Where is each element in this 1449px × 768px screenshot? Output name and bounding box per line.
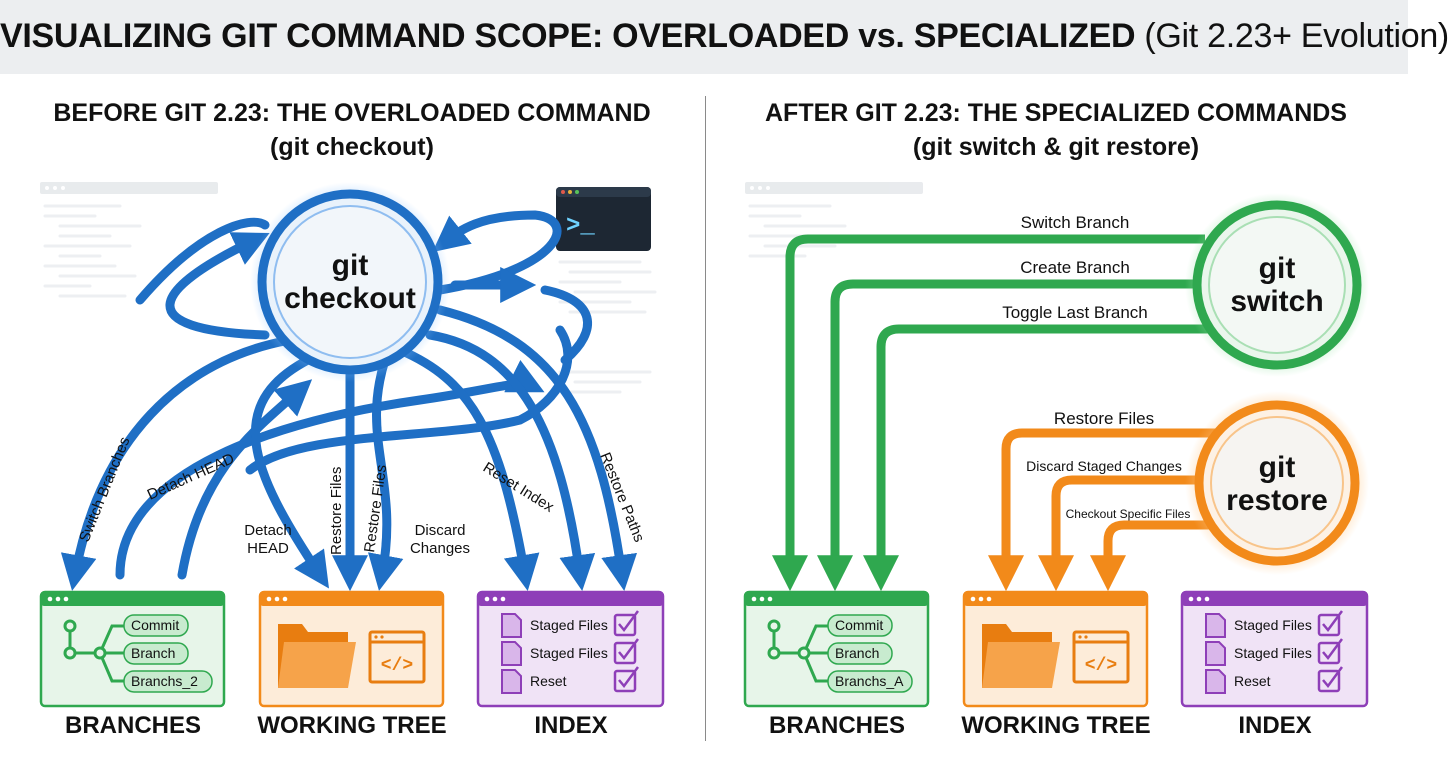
- label-discard-1: Discard: [415, 522, 466, 539]
- left-branches-label: BRANCHES: [64, 712, 201, 739]
- label-restore-files: Restore Files: [1054, 409, 1154, 428]
- checkbox-icon: [1317, 610, 1344, 693]
- right-branch-item: Branch: [835, 645, 879, 661]
- git-checkout-line1: git: [332, 249, 369, 282]
- left-index-item: Staged Files: [530, 645, 608, 661]
- label-discard-2: Changes: [410, 540, 470, 557]
- left-heading-line2: (git checkout): [270, 133, 434, 161]
- label-reset-index: Reset Index: [480, 459, 557, 516]
- right-code-background: [745, 182, 923, 258]
- git-switch-line1: git: [1259, 252, 1296, 285]
- git-checkout-node: git checkout: [250, 182, 450, 382]
- left-branches-box: Commit Branch Branchs_2: [39, 590, 226, 708]
- right-heading: AFTER GIT 2.23: THE SPECIALIZED COMMANDS…: [726, 96, 1386, 164]
- page-title-light: (Git 2.23+ Evolution): [1144, 17, 1449, 55]
- label-checkout-specific: Checkout Specific Files: [1066, 507, 1191, 521]
- left-index-item: Reset: [530, 673, 567, 689]
- svg-text:</>: </>: [1085, 656, 1117, 676]
- restore-arrows: [988, 428, 1215, 592]
- right-branches-box: Commit Branch Branchs_A: [743, 590, 930, 708]
- label-detach-head-1: Detach: [244, 522, 292, 539]
- label-detach-head-diag: Detach HEAD: [145, 450, 237, 504]
- folder-icon: [278, 624, 356, 688]
- right-index-label: INDEX: [1238, 712, 1312, 739]
- git-restore-node: git restore: [1185, 391, 1369, 575]
- left-heading-line1: BEFORE GIT 2.23: THE OVERLOADED COMMAND: [53, 99, 651, 127]
- right-index-item: Staged Files: [1234, 617, 1312, 633]
- panel-divider: [705, 96, 706, 741]
- label-create-branch: Create Branch: [1020, 258, 1130, 277]
- git-restore-line1: git: [1259, 451, 1296, 484]
- right-branch-item: Commit: [835, 617, 883, 633]
- branch-tree-icon: [63, 619, 124, 683]
- left-index-box: Staged Files Staged Files Reset: [476, 590, 665, 708]
- right-branches-label: BRANCHES: [768, 712, 905, 739]
- page-title: VISUALIZING GIT COMMAND SCOPE: OVERLOADE…: [0, 17, 1449, 56]
- left-branch-item: Branchs_2: [131, 673, 198, 689]
- code-file-icon: </>: [368, 630, 426, 684]
- label-switch-branch: Switch Branch: [1021, 213, 1130, 232]
- checkbox-icon: [613, 610, 640, 693]
- left-working-tree-box: </>: [258, 590, 445, 708]
- label-toggle-last-branch: Toggle Last Branch: [1002, 303, 1148, 322]
- left-branch-item: Branch: [131, 645, 175, 661]
- label-discard-staged: Discard Staged Changes: [1026, 458, 1182, 474]
- page-title-bold: VISUALIZING GIT COMMAND SCOPE: OVERLOADE…: [0, 17, 1136, 55]
- title-bar: VISUALIZING GIT COMMAND SCOPE: OVERLOADE…: [0, 0, 1449, 74]
- document-icon: [501, 613, 522, 694]
- git-checkout-line2: checkout: [284, 282, 416, 315]
- left-code-background: [40, 182, 657, 394]
- svg-text:</>: </>: [381, 656, 413, 676]
- right-working-tree-box: </>: [962, 590, 1149, 708]
- label-switch-branches: Switch Branches: [76, 435, 134, 545]
- right-branch-item: Branchs_A: [835, 673, 904, 689]
- label-restore-files-a: Restore Files: [328, 467, 345, 555]
- right-working-tree-label: WORKING TREE: [961, 712, 1151, 739]
- branch-tree-icon: [767, 619, 828, 683]
- left-working-tree-label: WORKING TREE: [257, 712, 447, 739]
- right-heading-line2: (git switch & git restore): [912, 133, 1200, 161]
- right-index-item: Staged Files: [1234, 645, 1312, 661]
- left-index-item: Staged Files: [530, 617, 608, 633]
- checkout-arrows: [60, 210, 638, 592]
- left-branch-item: Commit: [131, 617, 179, 633]
- code-file-icon: </>: [1072, 630, 1130, 684]
- left-index-label: INDEX: [534, 712, 608, 739]
- right-heading-line1: AFTER GIT 2.23: THE SPECIALIZED COMMANDS: [765, 99, 1347, 127]
- label-detach-head-2: HEAD: [247, 540, 289, 557]
- left-heading: BEFORE GIT 2.23: THE OVERLOADED COMMAND …: [22, 96, 682, 164]
- switch-arrows: [772, 234, 1208, 592]
- folder-icon: [982, 624, 1060, 688]
- git-switch-node: git switch: [1185, 193, 1369, 377]
- diagram-canvas: >_ git checkout Switch Branches Detach H…: [39, 182, 1369, 708]
- right-index-box: Staged Files Staged Files Reset: [1180, 590, 1369, 708]
- terminal-prompt: >_: [566, 213, 595, 240]
- terminal-icon: >_: [556, 187, 651, 251]
- right-index-item: Reset: [1234, 673, 1271, 689]
- git-restore-line2: restore: [1226, 484, 1328, 517]
- document-icon: [1205, 613, 1226, 694]
- git-switch-line2: switch: [1230, 285, 1323, 318]
